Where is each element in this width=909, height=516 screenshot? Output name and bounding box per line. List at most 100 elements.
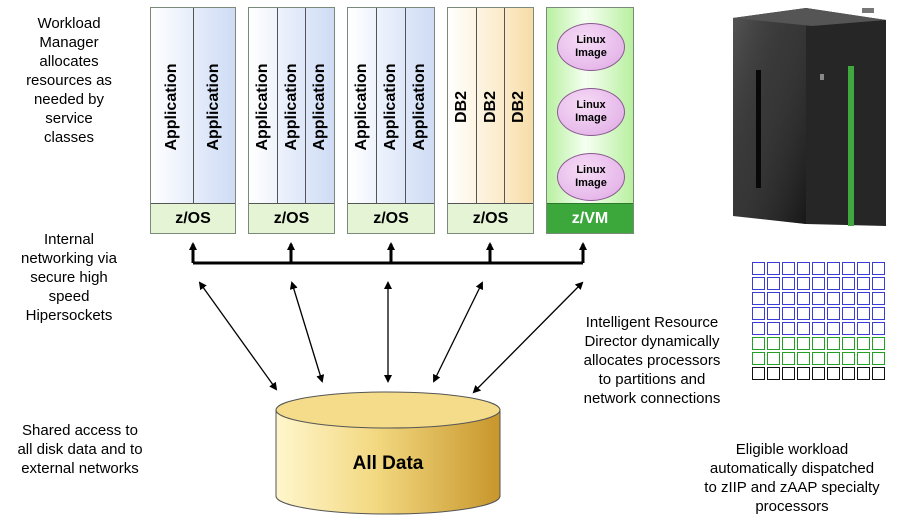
blue-processor-cell <box>857 322 870 335</box>
workload-label: DB2 <box>510 90 528 124</box>
green-processor-cell <box>857 352 870 365</box>
green-processor-cell <box>827 337 840 350</box>
workload-column: Application <box>348 8 377 206</box>
workload-column: DB2 <box>505 8 533 206</box>
blue-processor-cell <box>857 277 870 290</box>
blue-processor-cell <box>797 277 810 290</box>
blue-processor-cell <box>812 262 825 275</box>
workload-column: DB2 <box>448 8 477 206</box>
workload-label: Application <box>253 63 271 151</box>
blue-processor-cell <box>812 277 825 290</box>
green-processor-cell <box>842 352 855 365</box>
blue-processor-cell <box>767 292 780 305</box>
blue-processor-cell <box>872 262 885 275</box>
blue-processor-cell <box>752 262 765 275</box>
workload-label: Application <box>353 63 370 151</box>
resource-director-note: Intelligent Resource Director dynamicall… <box>583 314 721 407</box>
green-processor-cell <box>857 337 870 350</box>
blue-processor-cell <box>767 307 780 320</box>
eligible-workload-note: Eligible workload automatically dispatch… <box>704 441 880 515</box>
workload-label: Application <box>411 63 428 151</box>
green-processor-cell <box>752 337 765 350</box>
green-processor-cell <box>872 337 885 350</box>
blue-processor-cell <box>842 292 855 305</box>
green-processor-cell <box>827 352 840 365</box>
blue-processor-cell <box>782 262 795 275</box>
white-processor-cell <box>797 367 810 380</box>
partition-zos-1: Application Application z/OS <box>150 7 236 234</box>
shared-access-note: Shared access to all disk data and to ex… <box>17 422 143 477</box>
partition-zos-db2: DB2 DB2 DB2 z/OS <box>447 7 534 234</box>
partition-zvm: Linux Image Linux Image Linux Image z/VM <box>546 7 634 234</box>
blue-processor-cell <box>842 322 855 335</box>
partition-zos-3: Application Application Application z/OS <box>347 7 435 234</box>
blue-processor-cell <box>827 262 840 275</box>
workload-manager-note: Workload Manager allocates resources as … <box>26 15 112 146</box>
blue-processor-cell <box>842 277 855 290</box>
blue-processor-cell <box>842 262 855 275</box>
blue-processor-cell <box>752 322 765 335</box>
blue-processor-cell <box>827 307 840 320</box>
internal-networking-note: Internal networking via secure high spee… <box>21 231 117 324</box>
os-label: z/OS <box>448 203 533 233</box>
blue-processor-cell <box>797 292 810 305</box>
blue-processor-cell <box>872 307 885 320</box>
workload-label: DB2 <box>452 90 470 124</box>
green-processor-cell <box>782 337 795 350</box>
green-processor-cell <box>782 352 795 365</box>
workload-column: DB2 <box>477 8 506 206</box>
all-data-label: All Data <box>352 453 424 474</box>
workload-label: Application <box>311 63 329 151</box>
blue-processor-cell <box>827 292 840 305</box>
white-processor-cell <box>857 367 870 380</box>
blue-processor-cell <box>767 262 780 275</box>
green-processor-cell <box>812 352 825 365</box>
blue-processor-cell <box>797 307 810 320</box>
workload-column: Application <box>377 8 406 206</box>
white-processor-cell <box>872 367 885 380</box>
blue-processor-cell <box>767 277 780 290</box>
mainframe-image <box>733 8 886 226</box>
green-processor-cell <box>767 337 780 350</box>
green-processor-cell <box>797 352 810 365</box>
blue-processor-cell <box>797 262 810 275</box>
blue-processor-cell <box>767 322 780 335</box>
workload-label: Application <box>162 63 180 151</box>
blue-processor-cell <box>797 322 810 335</box>
blue-processor-cell <box>872 292 885 305</box>
os-label: z/OS <box>249 203 334 233</box>
blue-processor-cell <box>812 292 825 305</box>
os-label: z/OS <box>348 203 434 233</box>
blue-processor-cell <box>872 322 885 335</box>
white-processor-cell <box>752 367 765 380</box>
white-processor-cell <box>782 367 795 380</box>
blue-processor-cell <box>752 307 765 320</box>
workload-column: Application <box>249 8 278 206</box>
blue-processor-cell <box>752 277 765 290</box>
blue-processor-cell <box>872 277 885 290</box>
workload-label: Application <box>282 63 300 151</box>
workload-column: Application <box>278 8 307 206</box>
blue-processor-cell <box>857 307 870 320</box>
linux-image: Linux Image <box>557 153 625 201</box>
blue-processor-cell <box>812 322 825 335</box>
workload-label: DB2 <box>481 90 499 124</box>
green-processor-cell <box>752 352 765 365</box>
blue-processor-cell <box>827 277 840 290</box>
blue-processor-cell <box>782 307 795 320</box>
blue-processor-cell <box>752 292 765 305</box>
blue-processor-cell <box>812 307 825 320</box>
disk-access-arrows <box>198 281 584 394</box>
blue-processor-cell <box>782 322 795 335</box>
green-processor-cell <box>767 352 780 365</box>
green-processor-cell <box>842 337 855 350</box>
hipersocket-links <box>189 242 587 263</box>
blue-processor-cell <box>782 277 795 290</box>
blue-processor-cell <box>842 307 855 320</box>
white-processor-cell <box>812 367 825 380</box>
os-label: z/OS <box>151 203 235 233</box>
processor-grid <box>752 262 885 380</box>
linux-image: Linux Image <box>557 23 625 71</box>
partition-zos-2: Application Application Application z/OS <box>248 7 335 234</box>
blue-processor-cell <box>827 322 840 335</box>
